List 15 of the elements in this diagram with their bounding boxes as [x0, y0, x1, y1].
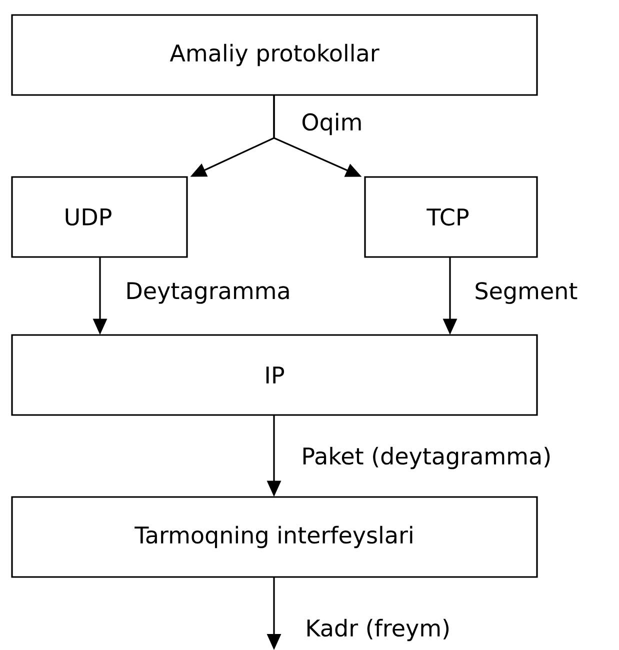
- process-box: [11, 496, 538, 578]
- edge-label: Segment: [473, 281, 579, 305]
- process-box: [11, 14, 538, 96]
- box-label: TCP: [426, 208, 469, 226]
- edge-label: Kadr (freym): [304, 618, 452, 642]
- box-label: Amaliy protokollar: [170, 44, 380, 66]
- box-label: Tarmoqning interfeyslari: [134, 526, 412, 548]
- process-box: [11, 176, 188, 258]
- box-label: IP: [266, 366, 284, 384]
- process-box: [364, 176, 538, 258]
- edge-label: Paket (deytagramma): [300, 446, 553, 470]
- box-label: UDP: [66, 208, 112, 226]
- edge-label: Deytagramma: [124, 281, 292, 305]
- edge-label: Oqim: [300, 112, 364, 136]
- process-box: [11, 334, 538, 416]
